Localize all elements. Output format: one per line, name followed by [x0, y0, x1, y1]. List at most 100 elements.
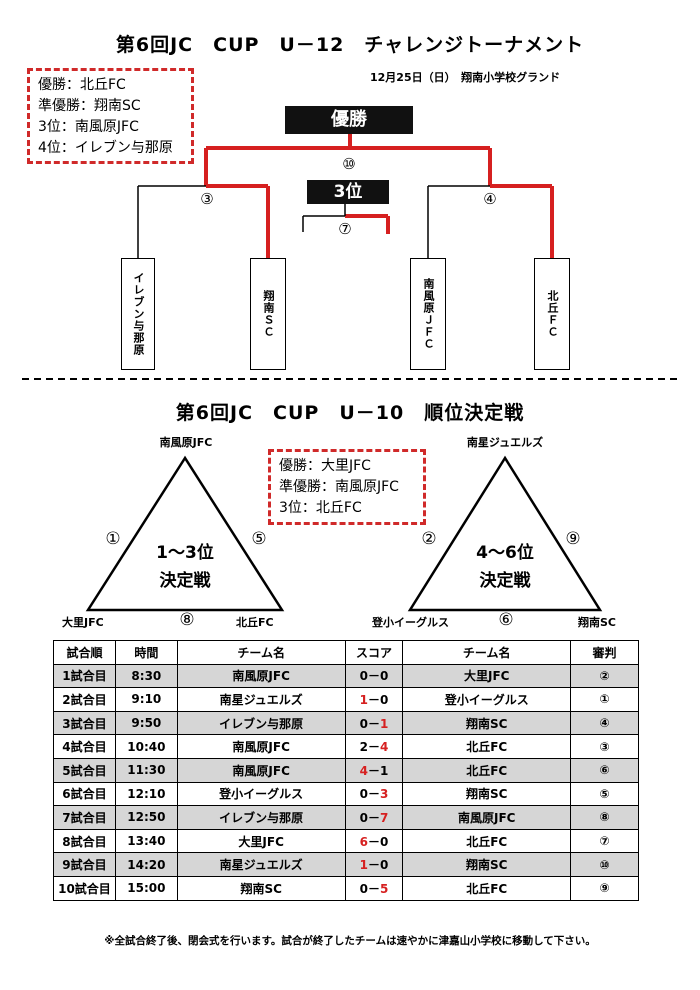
- away-score: 7: [379, 810, 389, 825]
- time-cell: 8:30: [114, 663, 178, 689]
- away-team-cell: 北丘FC: [402, 828, 572, 854]
- u12-result-3: 3位：南風原JFC: [38, 119, 139, 135]
- u10-results-box: 優勝：大里JFC 準優勝：南風原JFC 3位：北丘FC: [268, 449, 426, 525]
- group-b-label-2: 決定戦: [479, 571, 531, 591]
- u12-team-box: 南風原ＪＦＣ: [410, 258, 446, 370]
- group-a-team-right: 北丘FC: [236, 616, 274, 629]
- referee-cell: ②: [570, 663, 639, 689]
- u12-team-3: 南風原ＪＦＣ: [422, 278, 435, 350]
- referee-cell: ⑩: [570, 852, 639, 877]
- away-team-cell: 翔南SC: [402, 852, 572, 877]
- score-dash: －: [367, 740, 380, 755]
- away-score: 3: [379, 787, 389, 802]
- score-cell: 6－0: [344, 828, 404, 854]
- match-order-cell: 3試合目: [53, 710, 116, 736]
- match-order-cell: 7試合目: [53, 805, 116, 830]
- away-score: 0: [379, 858, 389, 873]
- score-cell: 0－7: [344, 805, 404, 830]
- u12-team-box: イレブン与那原: [121, 258, 155, 370]
- away-team-cell: 大里JFC: [402, 663, 572, 689]
- group-a-label-1: 1～3位: [156, 543, 214, 563]
- referee-cell: ③: [570, 734, 639, 759]
- score-dash: －: [367, 787, 380, 802]
- header-cell: チーム名: [402, 640, 572, 665]
- footer-note: ※全試合終了後、閉会式を行います。試合が終了したチームは速やかに津嘉山小学校に移…: [104, 935, 596, 947]
- home-team-cell: 南風原JFC: [176, 757, 346, 783]
- match-order-cell: 6試合目: [53, 781, 116, 807]
- u10-result-3: 3位：北丘FC: [279, 500, 362, 516]
- score-dash: －: [367, 858, 380, 873]
- score-dash: －: [367, 716, 380, 731]
- time-cell: 10:40: [114, 734, 178, 759]
- home-score: 1: [359, 692, 368, 707]
- referee-cell: ⑤: [570, 781, 639, 807]
- u12-result-2: 準優勝：翔南SC: [38, 98, 141, 114]
- match-order-cell: 8試合目: [53, 828, 116, 854]
- score-dash: －: [367, 834, 380, 849]
- home-score: 0: [359, 716, 368, 731]
- group-a-match-bottom: ⑧: [179, 610, 195, 630]
- home-team-cell: 大里JFC: [176, 828, 346, 854]
- time-cell: 9:10: [114, 687, 178, 712]
- u12-result-4: 4位：イレブン与那原: [38, 140, 173, 156]
- group-b-triangle: [407, 455, 603, 612]
- u12-title: 第6回JC CUP U－12 チャレンジトーナメント: [115, 34, 585, 56]
- group-a-team-left: 大里JFC: [62, 616, 104, 629]
- away-team-cell: 北丘FC: [402, 875, 572, 901]
- group-b-team-right: 翔南SC: [578, 616, 616, 629]
- away-score: 5: [379, 881, 389, 896]
- u10-result-2: 準優勝：南風原JFC: [279, 479, 399, 495]
- home-score: 0: [359, 669, 368, 684]
- time-cell: 9:50: [114, 710, 178, 736]
- referee-cell: ⑦: [570, 828, 639, 854]
- home-score: 0: [359, 810, 368, 825]
- referee-cell: ⑥: [570, 757, 639, 783]
- home-score: 6: [359, 834, 368, 849]
- time-cell: 15:00: [114, 875, 178, 901]
- away-team-cell: 北丘FC: [402, 757, 572, 783]
- away-team-cell: 翔南SC: [402, 781, 572, 807]
- home-score: 1: [359, 858, 368, 873]
- u12-match-semi-left: ③: [200, 190, 214, 208]
- away-team-cell: 登小イーグルス: [402, 687, 572, 712]
- score-dash: －: [367, 692, 380, 707]
- u12-result-1: 優勝：北丘FC: [38, 77, 126, 93]
- champion-label: 優勝: [285, 106, 413, 134]
- u12-team-4: 北丘ＦＣ: [546, 290, 559, 338]
- referee-cell: ①: [570, 687, 639, 712]
- group-b-match-bottom: ⑥: [498, 610, 514, 630]
- group-a-match-left: ①: [105, 529, 121, 549]
- u12-match-semi-right: ④: [483, 190, 497, 208]
- away-score: 1: [379, 716, 389, 731]
- score-dash: －: [367, 810, 380, 825]
- home-team-cell: 南星ジュエルズ: [176, 687, 346, 712]
- time-cell: 14:20: [114, 852, 178, 877]
- score-cell: 1－0: [344, 852, 404, 877]
- home-score: 0: [359, 881, 368, 896]
- group-a-match-right: ⑤: [251, 529, 267, 549]
- u12-team-box: 北丘ＦＣ: [534, 258, 570, 370]
- score-dash: －: [367, 881, 380, 896]
- header-cell: チーム名: [176, 640, 346, 665]
- score-cell: 0－1: [344, 710, 404, 736]
- group-a-label-2: 決定戦: [159, 571, 211, 591]
- group-a-triangle: [85, 455, 285, 612]
- away-score: 0: [379, 834, 389, 849]
- match-order-cell: 5試合目: [53, 757, 116, 783]
- u12-team-1: イレブン与那原: [132, 272, 145, 356]
- match-order-cell: 4試合目: [53, 734, 116, 759]
- u10-result-1: 優勝：大里JFC: [279, 458, 371, 474]
- group-a-team-top: 南風原JFC: [159, 436, 213, 449]
- third-place-label: 3位: [307, 180, 389, 204]
- time-cell: 13:40: [114, 828, 178, 854]
- referee-cell: ④: [570, 710, 639, 736]
- group-b-match-right: ⑨: [565, 529, 581, 549]
- score-dash: －: [367, 669, 380, 684]
- time-cell: 12:10: [114, 781, 178, 807]
